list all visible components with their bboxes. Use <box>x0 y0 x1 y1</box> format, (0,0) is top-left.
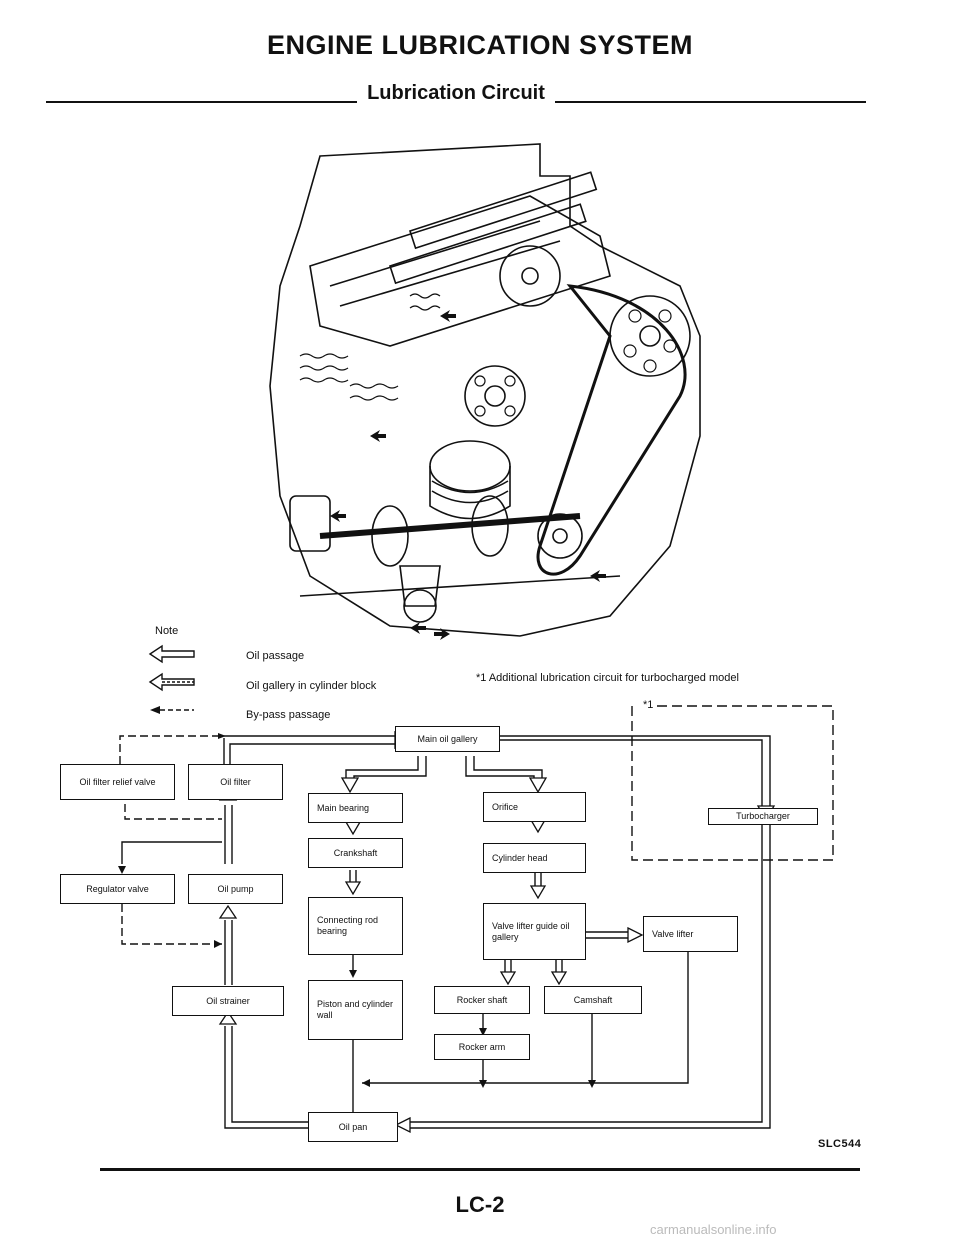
box-camshaft: Camshaft <box>544 986 642 1014</box>
box-connecting-rod-bearing: Connecting rod bearing <box>308 897 403 955</box>
legend-heading: Note <box>155 625 179 637</box>
figure-code: SLC544 <box>818 1138 862 1150</box>
box-oil-strainer: Oil strainer <box>172 986 284 1016</box>
box-valve-lifter-guide: Valve lifter guide oil gallery <box>483 903 586 960</box>
legend-oil-passage: Oil passage <box>246 650 305 662</box>
box-oil-pan: Oil pan <box>308 1112 398 1142</box>
box-crankshaft: Crankshaft <box>308 838 403 868</box>
box-oil-filter: Oil filter <box>188 764 283 800</box>
bypass-arrow-icon <box>150 706 160 714</box>
legend-symbols <box>148 644 195 714</box>
box-oil-pump: Oil pump <box>188 874 283 904</box>
page-title: ENGINE LUBRICATION SYSTEM <box>266 30 694 60</box>
box-valve-lifter: Valve lifter <box>643 916 738 952</box>
turbo-footnote: *1 Additional lubrication circuit for tu… <box>476 672 739 684</box>
page-number: LC-2 <box>455 1192 505 1217</box>
box-regulator-valve: Regulator valve <box>60 874 175 904</box>
oil-passage-arrow-icon <box>148 644 195 664</box>
turbo-marker: *1 <box>640 699 657 711</box>
box-turbocharger: Turbocharger <box>708 808 818 825</box>
box-rocker-shaft: Rocker shaft <box>434 986 530 1014</box>
box-rocker-arm: Rocker arm <box>434 1034 530 1060</box>
footer-rule <box>100 1168 860 1171</box>
section-title: Lubrication Circuit <box>46 82 866 105</box>
box-main-oil-gallery: Main oil gallery <box>395 726 500 752</box>
box-cylinder-head: Cylinder head <box>483 843 586 873</box>
engine-cutaway-illustration <box>269 143 701 640</box>
legend-oil-gallery: Oil gallery in cylinder block <box>246 680 377 692</box>
box-oil-filter-relief-valve: Oil filter relief valve <box>60 764 175 800</box>
watermark: carmanualsonline.info <box>650 1222 777 1237</box>
legend-bypass-passage: By-pass passage <box>246 709 331 721</box>
box-orifice: Orifice <box>483 792 586 822</box>
box-piston-cylinder-wall: Piston and cylinder wall <box>308 980 403 1040</box>
section-header: Lubrication Circuit <box>46 82 866 112</box>
box-main-bearing: Main bearing <box>308 793 403 823</box>
